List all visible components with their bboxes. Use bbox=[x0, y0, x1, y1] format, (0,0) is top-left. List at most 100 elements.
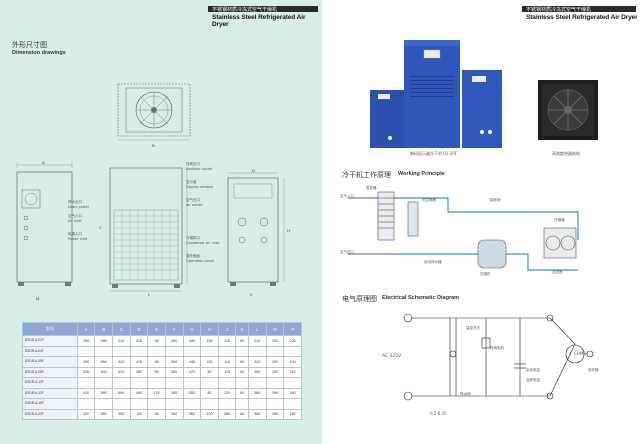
table-cell: 470 bbox=[182, 366, 202, 378]
right-side-view bbox=[227, 172, 285, 286]
right-header-bar bbox=[522, 6, 636, 12]
front-view-drawing bbox=[109, 167, 188, 292]
table-cell: 585 bbox=[164, 387, 184, 399]
table-cell: 100 bbox=[200, 408, 219, 420]
table-cell: 445 bbox=[182, 356, 202, 368]
table-cell: 420 bbox=[76, 408, 96, 420]
table-header: E bbox=[147, 322, 166, 336]
table-cell: 420 bbox=[76, 387, 96, 399]
table-cell: 580 bbox=[248, 366, 267, 378]
table-cell: 445 bbox=[182, 335, 202, 347]
table-header: C bbox=[112, 322, 131, 336]
table-cell-model: DSDR-A-15F bbox=[22, 398, 78, 410]
table-cell bbox=[217, 398, 237, 410]
table-cell: 380 bbox=[217, 408, 237, 420]
table-cell: 115 bbox=[217, 366, 237, 378]
table-cell: 590 bbox=[94, 408, 114, 420]
left-header-bar bbox=[208, 6, 318, 12]
right-header-en: Stainless Steel Refrigerated Air Dryer bbox=[526, 14, 638, 21]
table-cell: 100 bbox=[283, 356, 302, 368]
dimension-title-en: Dimension drawings bbox=[12, 50, 66, 56]
table-cell: 415 bbox=[129, 356, 149, 368]
dimension-title-cn: 外形尺寸图 bbox=[12, 41, 47, 49]
label-air-inlet-cn: 空气入口 bbox=[68, 214, 82, 218]
table-cell bbox=[76, 345, 96, 357]
electrical-schematic bbox=[403, 313, 594, 401]
wp-label-inlet: 空气入口 bbox=[340, 194, 354, 198]
table-cell bbox=[94, 345, 114, 357]
left-page: 不锈钢材质冷冻式空气干燥机 Stainless Steel Refrigerat… bbox=[0, 0, 322, 444]
table-cell: 650 bbox=[182, 387, 202, 399]
table-header: G bbox=[182, 322, 202, 336]
table-cell: 580 bbox=[248, 408, 267, 420]
table-cell: 952 bbox=[164, 408, 184, 420]
supply-label: AC 220V bbox=[382, 354, 402, 359]
table-cell bbox=[265, 377, 285, 389]
label-fan-cn: 排风出口 bbox=[186, 162, 200, 166]
table-cell bbox=[147, 345, 166, 357]
table-cell: 560 bbox=[182, 408, 202, 420]
table-header: L bbox=[248, 322, 267, 336]
table-cell: 48 bbox=[147, 356, 166, 368]
table-cell: 80 bbox=[235, 335, 250, 347]
label-panel-cn: 操作面板 bbox=[186, 254, 200, 258]
table-cell bbox=[182, 345, 202, 357]
photo-caption-right: 高效散热器结构 bbox=[552, 151, 580, 156]
table-cell bbox=[112, 377, 131, 389]
dim-l-label: L bbox=[148, 292, 151, 297]
fuse-label: 0.5-6.35 bbox=[430, 411, 447, 416]
elec-label-drain: 排水阀 bbox=[460, 392, 471, 396]
table-cell bbox=[164, 377, 184, 389]
table-cell: 48 bbox=[147, 335, 166, 347]
left-header-en: Stainless Steel Refrigerated Air Dryer bbox=[212, 14, 306, 28]
table-cell: 590 bbox=[94, 356, 114, 368]
electrical-title-en: Electrical Schematic Diagram bbox=[382, 295, 460, 301]
table-header-row: 型号 A B C D E F G H J K L M P bbox=[22, 322, 302, 336]
table-cell: 155 bbox=[200, 335, 219, 347]
dim-h-label: H bbox=[287, 228, 290, 233]
table-cell: 610 bbox=[112, 366, 131, 378]
table-cell: 80 bbox=[200, 387, 219, 399]
table-cell: 590 bbox=[94, 366, 114, 378]
label-power-en: Power inlet bbox=[68, 237, 88, 241]
right-page: 不锈钢材质冷冻式空气干燥机 Stainless Steel Refrigerat… bbox=[330, 0, 640, 444]
table-cell: 225 bbox=[217, 387, 237, 399]
table-cell bbox=[129, 377, 149, 389]
table-cell: 80 bbox=[235, 387, 250, 399]
elec-label-run-cap: 运转电容 bbox=[526, 378, 540, 382]
table-cell: 220 bbox=[265, 335, 285, 347]
table-cell: 480 bbox=[129, 387, 149, 399]
table-cell bbox=[217, 345, 237, 357]
table-cell: 110 bbox=[283, 366, 302, 378]
top-view-drawing bbox=[117, 83, 191, 141]
table-header: 型号 bbox=[22, 322, 78, 336]
table-header: P bbox=[283, 322, 302, 336]
product-photo-dryers bbox=[370, 40, 502, 148]
elec-label-start-cap: 启动电容 bbox=[526, 368, 540, 372]
table-cell: 296 bbox=[265, 387, 285, 399]
table-cell: 80 bbox=[235, 356, 250, 368]
table-cell bbox=[94, 398, 114, 410]
table-cell: 510 bbox=[248, 356, 267, 368]
right-header-cn: 不锈钢材质冷冻式空气干燥机 bbox=[526, 7, 592, 13]
table-cell bbox=[164, 345, 184, 357]
table-cell bbox=[129, 345, 149, 357]
label-power-cn: 电源入口 bbox=[68, 232, 82, 236]
table-cell: 480 bbox=[129, 366, 149, 378]
wp-label-compressor: 压缩机 bbox=[480, 272, 491, 276]
dim-b-label: B bbox=[152, 143, 155, 148]
label-cooling-en: Condenser air inlet bbox=[186, 241, 220, 245]
table-cell bbox=[164, 398, 184, 410]
table-header: A bbox=[76, 322, 96, 336]
table-header: H bbox=[200, 322, 219, 336]
table-cell bbox=[248, 398, 267, 410]
dim-a-label: A bbox=[42, 160, 45, 165]
table-cell: 220 bbox=[265, 356, 285, 368]
label-display-cn: 显示窗 bbox=[186, 180, 197, 184]
wp-label-valve: 膨胀阀 bbox=[490, 198, 501, 202]
wp-label-outlet: 空气出口 bbox=[340, 250, 354, 254]
